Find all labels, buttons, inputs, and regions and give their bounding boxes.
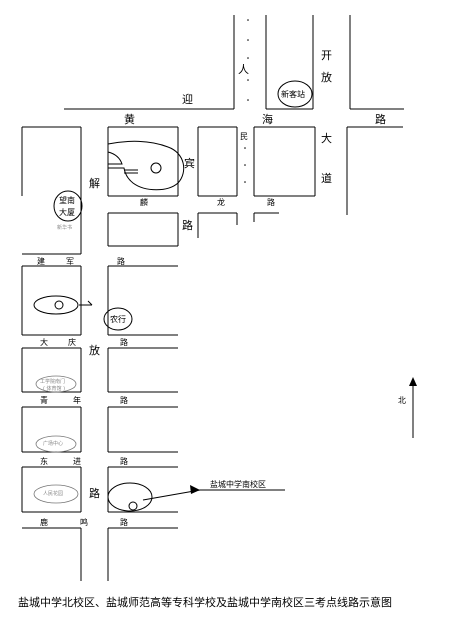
road-label-min: 民 bbox=[240, 132, 248, 141]
faded-landmark-2-oval bbox=[35, 375, 77, 393]
road-label-kaifang-1: 开 bbox=[321, 49, 332, 62]
road-label-daqing-3: 路 bbox=[120, 338, 128, 347]
faded-landmark-5: 人民花园 bbox=[43, 491, 64, 497]
road-label-dongjin-1: 东 bbox=[40, 457, 48, 466]
road-label-jianjun-2: 军 bbox=[66, 257, 74, 266]
place-label-nongxing: 农行 bbox=[110, 315, 126, 324]
north-campus-outline bbox=[107, 140, 185, 191]
road-label-huanghai-1: 黄 bbox=[124, 113, 135, 126]
road-dot bbox=[247, 39, 249, 41]
road-label-qingnian-3: 路 bbox=[120, 396, 128, 405]
pointer-line bbox=[142, 489, 201, 501]
road-label-daqing-1: 大 bbox=[40, 338, 48, 347]
road-label-qingnian-1: 青 bbox=[40, 396, 48, 405]
nongxing-oval bbox=[103, 307, 133, 331]
road-label-yingbin-2: 宾 bbox=[184, 157, 195, 170]
faded-landmark-3: ( 体育馆 ) bbox=[43, 386, 66, 392]
north-arrowhead bbox=[409, 377, 417, 386]
map-caption: 盐城中学北校区、盐城师范高等专科学校及盐城中学南校区三考点线路示意图 bbox=[18, 596, 392, 609]
faded-landmark-5-oval bbox=[33, 484, 79, 504]
south-campus-oval bbox=[107, 482, 153, 512]
road-label-yingbin-3: 路 bbox=[182, 219, 193, 232]
road-label-jiefang-2: 放 bbox=[89, 344, 100, 357]
road-label-huanghai-2: 海 bbox=[262, 113, 273, 126]
road-dot bbox=[247, 57, 249, 59]
place-label-wangnan-1: 望南 bbox=[59, 196, 75, 205]
road-label-daqing-2: 庆 bbox=[68, 338, 76, 347]
place-label-wangnan-2: 大厦 bbox=[59, 208, 75, 217]
road-label-jiefang-3: 路 bbox=[89, 487, 100, 500]
teachers-college-oval bbox=[33, 295, 79, 315]
faded-landmark-4-oval bbox=[35, 435, 77, 453]
road-label-luming-2: 鸣 bbox=[80, 518, 88, 527]
road-label-kaifang-2: 放 bbox=[321, 71, 332, 84]
road-label-yingbin-1: 迎 bbox=[182, 93, 193, 106]
xinkezhan-oval bbox=[277, 80, 313, 108]
road-label-qingnian-2: 年 bbox=[73, 396, 81, 405]
north-campus-marker bbox=[150, 162, 162, 174]
place-label-xinkezhan: 新客站 bbox=[281, 90, 305, 99]
wangnan-oval bbox=[53, 190, 83, 222]
road-label-kaifang-4: 道 bbox=[321, 172, 332, 185]
road-label-luming-1: 鹿 bbox=[40, 518, 48, 527]
south-campus-arrowhead bbox=[190, 485, 200, 494]
road-dot bbox=[247, 19, 249, 21]
road-dot bbox=[244, 147, 246, 149]
south-campus-marker bbox=[128, 501, 138, 511]
road-label-huanghai-3: 路 bbox=[375, 113, 386, 126]
faded-landmark-4: 广场中心 bbox=[43, 441, 64, 447]
faded-landmark-1: 新华书 bbox=[57, 225, 73, 231]
road-dot bbox=[247, 79, 249, 81]
road-label-yuelong-1: 麟 bbox=[140, 198, 148, 207]
road-label-jianjun-1: 建 bbox=[37, 257, 45, 266]
road-dot bbox=[244, 164, 246, 166]
road-label-ren: 人 bbox=[238, 63, 249, 76]
faded-landmark-2: 工学院南门 bbox=[40, 379, 66, 385]
place-label-south-campus: 盐城中学南校区 bbox=[210, 480, 266, 489]
road-label-luming-3: 路 bbox=[120, 518, 128, 527]
road-label-jianjun-3: 路 bbox=[117, 257, 125, 266]
road-dot bbox=[247, 99, 249, 101]
north-label: 北 bbox=[398, 396, 406, 405]
road-label-yuelong-3: 路 bbox=[267, 198, 275, 207]
road-label-dongjin-3: 路 bbox=[120, 457, 128, 466]
road-label-yuelong-2: 龙 bbox=[217, 198, 225, 207]
road-label-jiefang-1: 解 bbox=[89, 177, 100, 190]
pointer-line bbox=[87, 300, 93, 306]
road-label-kaifang-3: 大 bbox=[321, 132, 332, 145]
teachers-college-marker bbox=[54, 300, 64, 310]
road-label-dongjin-2: 进 bbox=[73, 457, 81, 466]
road-dot bbox=[244, 181, 246, 183]
